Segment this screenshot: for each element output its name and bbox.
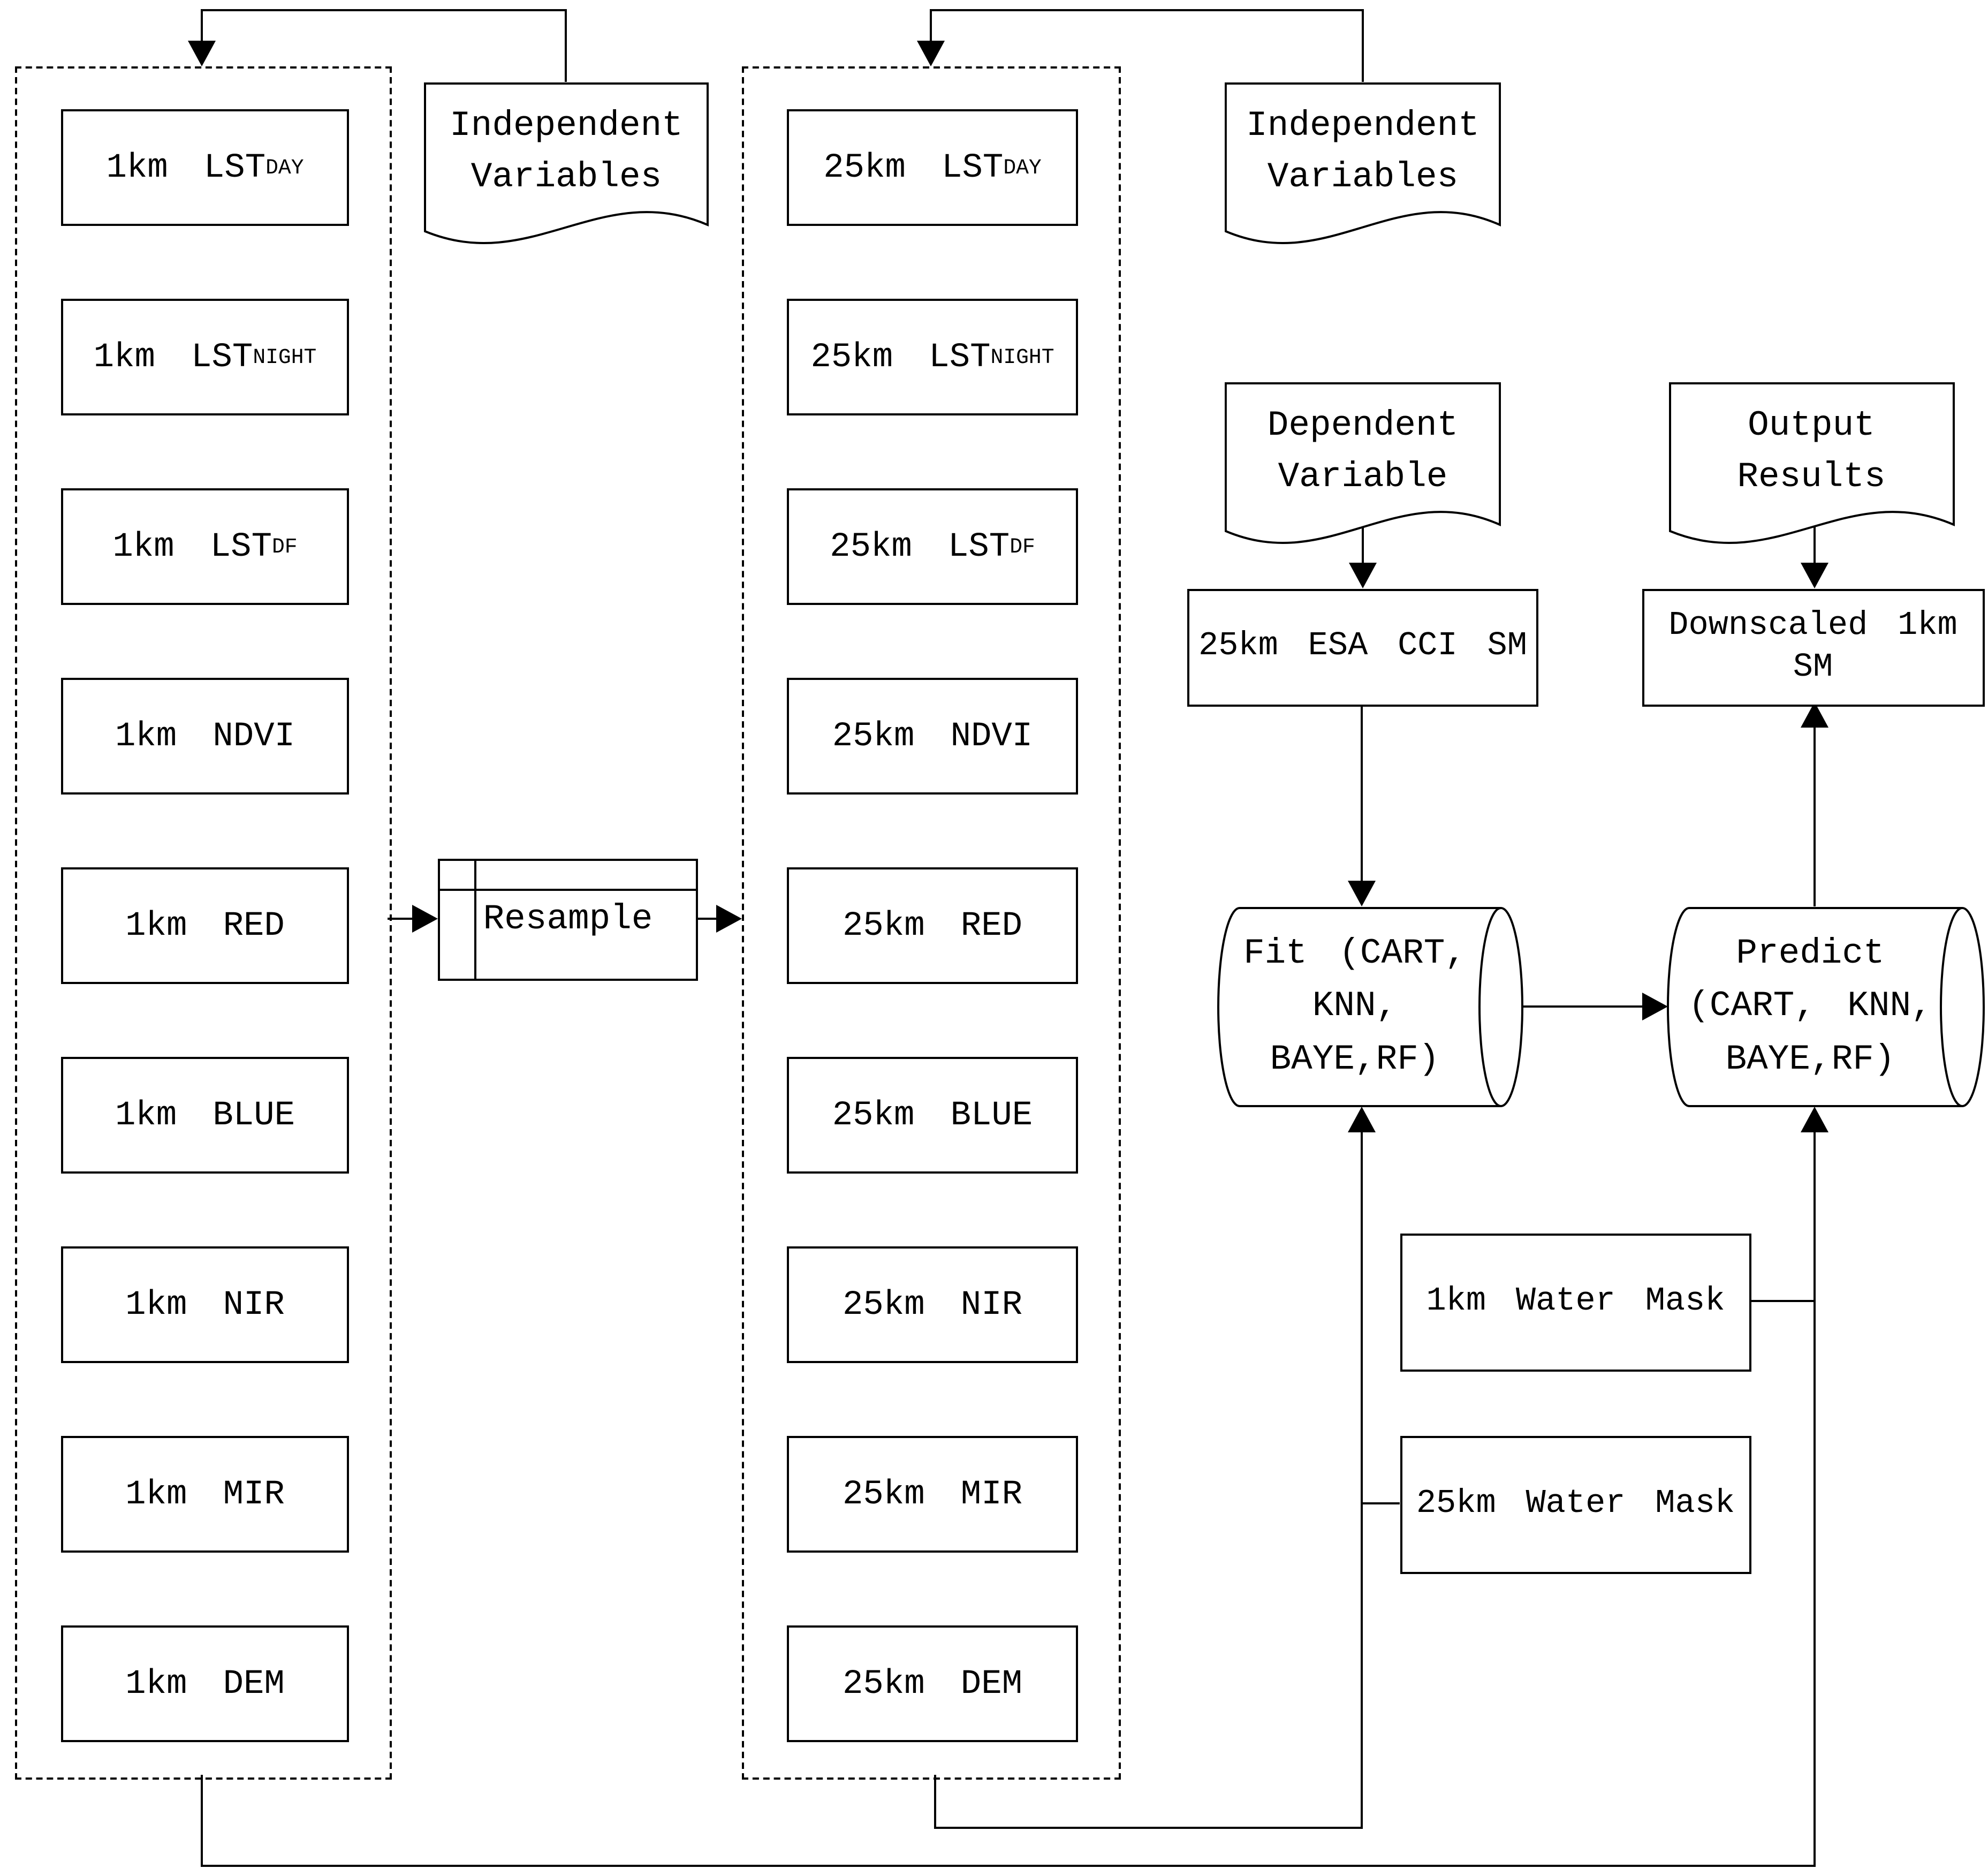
document-independent-variables-left: Independent Variables (424, 82, 709, 253)
arrowhead-into-25km-group (917, 41, 945, 66)
variable-label: 1km RED (125, 906, 285, 945)
box-25km-water-mask: 25km Water Mask (1400, 1436, 1751, 1574)
connector-1km-group-to-predict (201, 1131, 1816, 1867)
arrowhead-into-downscaled-bottom (1801, 702, 1828, 728)
fit-label-line1: Fit (CART, (1243, 933, 1466, 973)
document-shape (1225, 382, 1501, 543)
resample-left-band (474, 860, 476, 978)
variable-label: 25km NDVI (832, 716, 1033, 756)
arrowhead-into-resample (412, 905, 438, 933)
variable-subscript: NIGHT (253, 345, 317, 369)
variable-label: 25km BLUE (832, 1095, 1033, 1135)
variable-label: 25km MIR (842, 1474, 1023, 1514)
variable-label: 1km DEM (125, 1664, 285, 1704)
variable-box-25km-nir: 25km NIR (787, 1246, 1078, 1363)
arrowhead-into-predict-bottom (1801, 1107, 1828, 1132)
fit-label-line3: BAYE,RF) (1270, 1039, 1440, 1079)
variable-box-25km-ndvi: 25km NDVI (787, 678, 1078, 795)
variable-label: 1km NDVI (115, 716, 295, 756)
group-1km-variables (15, 66, 392, 1780)
connector-top-left-group (201, 9, 567, 82)
resample-label: Resample (483, 899, 653, 939)
variable-subscript: DF (272, 534, 298, 559)
variable-label: 25km LST (830, 527, 1010, 566)
variable-label: 1km LST (106, 148, 266, 187)
cylinder-shape (1217, 906, 1523, 1107)
document-shape (1668, 382, 1954, 543)
variable-box-1km-nir: 1km NIR (61, 1246, 349, 1363)
document-shape (424, 82, 709, 244)
arrowhead-into-1km-group (188, 41, 216, 66)
variable-box-25km-dem: 25km DEM (787, 1625, 1078, 1742)
variable-subscript: DAY (1003, 155, 1042, 180)
group-25km-variables (742, 66, 1121, 1780)
arrowhead-into-fit-bottom (1348, 1107, 1376, 1132)
predict-label-line2: (CART, KNN, (1688, 986, 1932, 1026)
variable-subscript: DAY (265, 155, 304, 180)
document-label: Dependent (1267, 405, 1459, 445)
variable-label: 25km NIR (842, 1285, 1023, 1325)
variable-label: 1km MIR (125, 1474, 285, 1514)
downscaled-label-line2: SM (1793, 648, 1833, 686)
water-mask-25km-label: 25km Water Mask (1416, 1485, 1735, 1523)
variable-box-1km-dem: 1km DEM (61, 1625, 349, 1742)
document-shape (1225, 82, 1501, 244)
box-25km-esa-cci-sm: 25km ESA CCI SM (1187, 588, 1538, 706)
arrowhead-into-25km-column (716, 905, 742, 933)
storage-predict: Predict (CART, KNN, BAYE,RF) (1666, 906, 1984, 1107)
variable-box-25km-mir: 25km MIR (787, 1436, 1078, 1553)
esa-label: 25km ESA CCI SM (1198, 627, 1527, 665)
variable-box-1km-ndvi: 1km NDVI (61, 678, 349, 795)
resample-top-band (440, 888, 696, 890)
variable-label: 1km BLUE (115, 1095, 295, 1135)
variable-label: 25km RED (842, 906, 1023, 945)
variable-subscript: NIGHT (990, 345, 1054, 369)
predict-label-line1: Predict (1736, 933, 1885, 973)
predict-label-line3: BAYE,RF) (1725, 1039, 1895, 1079)
connector-25km-group-to-fit (934, 1131, 1363, 1829)
arrowhead-into-fit-top (1348, 881, 1376, 906)
process-resample: Resample (438, 858, 698, 980)
storage-fit: Fit (CART, KNN, BAYE,RF) (1217, 906, 1523, 1107)
cylinder-shape (1666, 906, 1984, 1107)
variable-label: 25km DEM (842, 1664, 1023, 1704)
document-label: Variables (471, 157, 662, 196)
document-label: Variable (1278, 457, 1448, 496)
variable-box-1km-blue: 1km BLUE (61, 1057, 349, 1174)
document-output-results: Output Results (1668, 382, 1954, 553)
document-label: Independent (1246, 105, 1479, 146)
variable-box-1km-mir: 1km MIR (61, 1436, 349, 1553)
variable-box-25km-red: 25km RED (787, 867, 1078, 984)
connector-top-right-group (930, 9, 1364, 82)
variable-box-1km-red: 1km RED (61, 867, 349, 984)
variable-label: 25km LST (823, 148, 1004, 187)
variable-label: 1km LST (93, 337, 253, 377)
document-dependent-variable: Dependent Variable (1225, 382, 1501, 553)
box-downscaled-1km-sm: Downscaled 1km SM (1642, 588, 1984, 706)
fit-label-line2: KNN, (1312, 986, 1398, 1026)
document-label: Variables (1267, 157, 1459, 196)
variable-label: 1km NIR (125, 1285, 285, 1325)
variable-box-25km-blue: 25km BLUE (787, 1057, 1078, 1174)
document-label: Independent (450, 105, 683, 146)
water-mask-1km-label: 1km Water Mask (1426, 1282, 1725, 1320)
arrowhead-into-downscaled-top (1801, 563, 1828, 588)
downscaled-label-line1: Downscaled 1km (1668, 607, 1957, 645)
variable-label: 1km LST (112, 527, 272, 566)
document-label: Output (1748, 405, 1875, 445)
box-1km-water-mask: 1km Water Mask (1400, 1234, 1751, 1371)
variable-label: 25km LST (810, 337, 991, 377)
document-label: Results (1737, 457, 1886, 496)
document-independent-variables-right: Independent Variables (1225, 82, 1501, 253)
arrowhead-into-predict (1642, 993, 1668, 1020)
variable-subscript: DF (1010, 534, 1035, 559)
arrowhead-into-esa (1349, 563, 1377, 588)
